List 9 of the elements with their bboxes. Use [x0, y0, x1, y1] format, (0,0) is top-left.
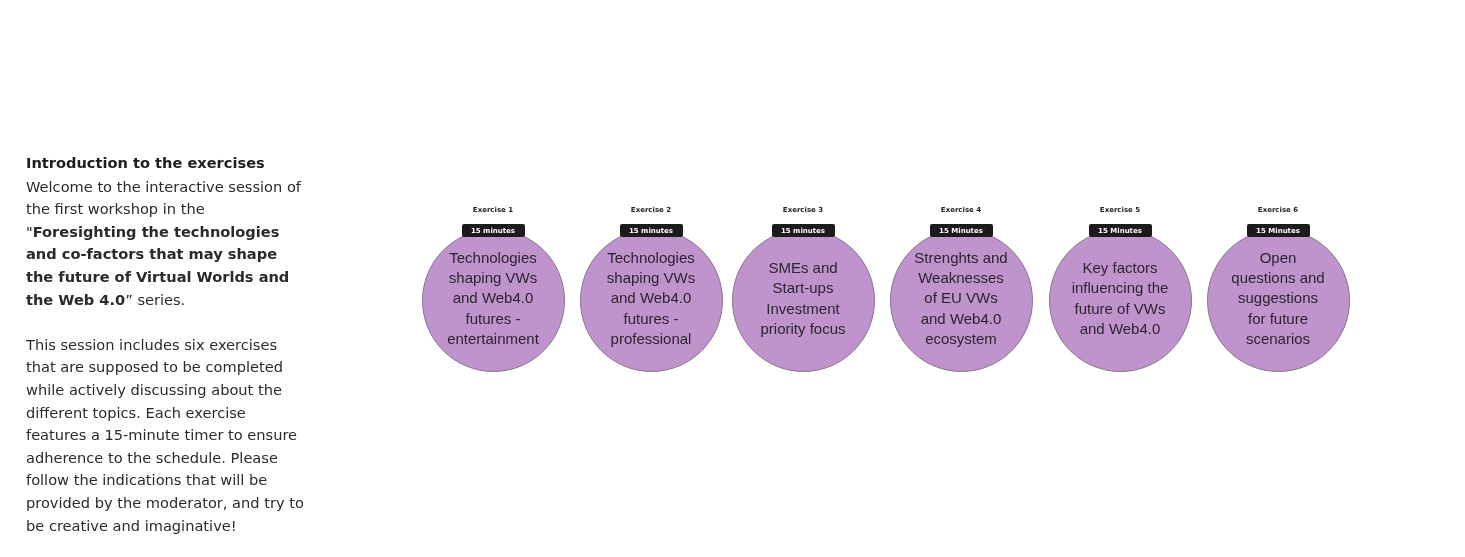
exercise-title: SMEs and Start-ups Investment priority focus: [759, 257, 847, 339]
intro-paragraph: This session includes six exercises that are supposed to be completed while actively discussing about the different topics. Each exercise features a 15-minute timer to ensure adherence to the schedule. Please follow the indications that will be provided by the moderator, and try to be creative and imaginative!: [26, 334, 305, 536]
exercise-title: Strenghts and Weaknesses of EU VWs and Web4.0 ecosystem: [913, 247, 1009, 349]
exercise-title: Open questions and suggestions for future scenarios: [1230, 247, 1326, 349]
exercise-title: Technologies shaping VWs and Web4.0 futures - professional: [605, 247, 697, 349]
intro-paragraph: Welcome to the interactive session of the first workshop in the "Foresighting the technologies and co-factors that may shape the future of Virtual Worlds and the Web 4.0” series.: [26, 176, 303, 310]
section-heading: Introduction to the exercises: [26, 153, 265, 173]
exercise-title: Key factors influencing the future of VWs and Web4.0: [1071, 257, 1169, 339]
exercise-title: Technologies shaping VWs and Web4.0 futures - entertainment: [446, 247, 540, 349]
